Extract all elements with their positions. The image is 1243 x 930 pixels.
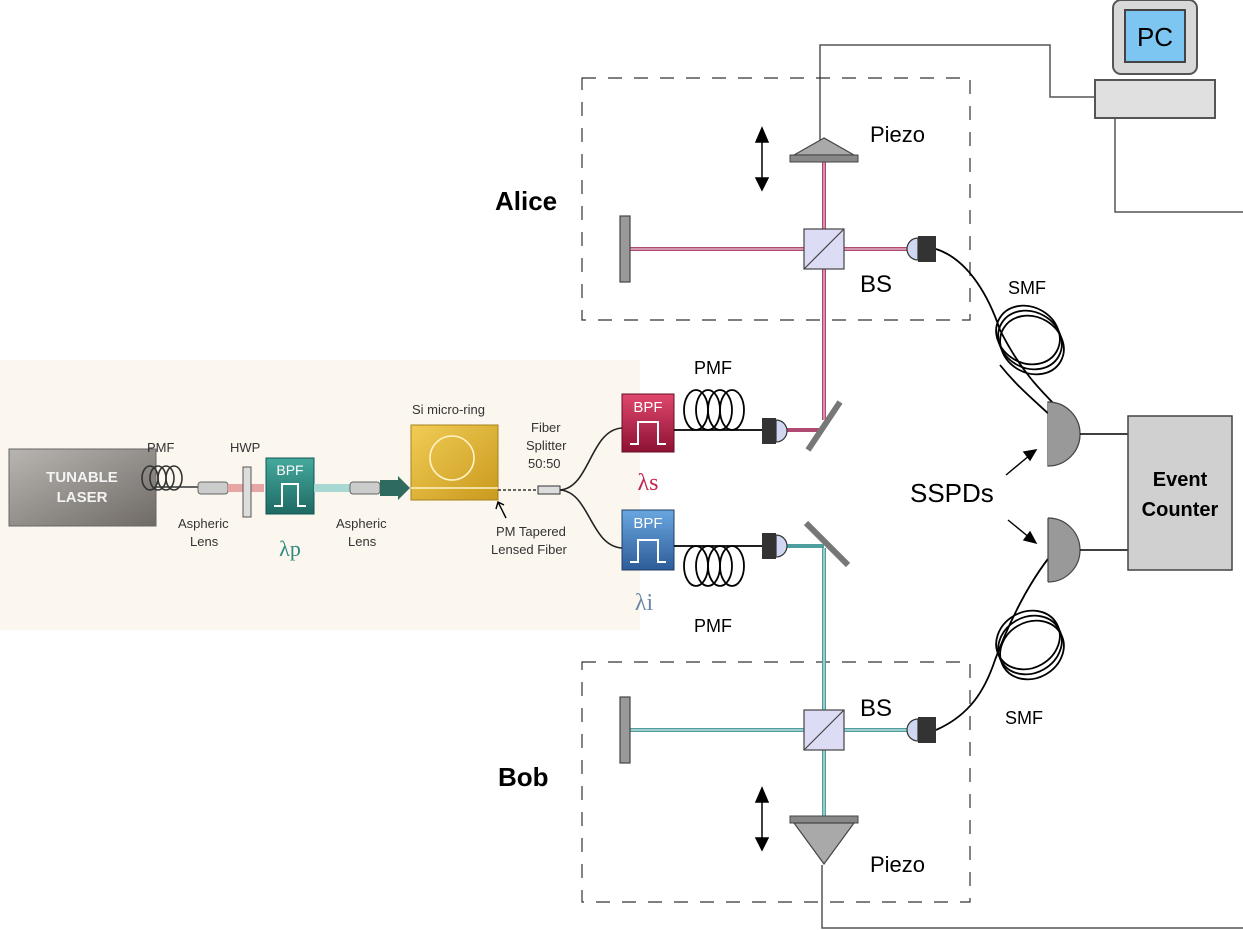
bob-piezo	[789, 815, 859, 866]
laser-label-line2: LASER	[57, 489, 108, 506]
bpf-idler-label: BPF	[633, 515, 662, 532]
alice-beam-splitter	[803, 228, 845, 270]
lambda-i-label: λi	[635, 590, 654, 616]
bob-smf-label: SMF	[1005, 708, 1043, 728]
laser-label-line1: TUNABLE	[46, 469, 118, 486]
bpf-signal-label: BPF	[633, 399, 662, 416]
hwp-label: HWP	[230, 440, 260, 455]
fiber-splitter	[537, 485, 561, 495]
signal-pmf-coil	[674, 389, 762, 431]
bob-smf-fiber	[935, 549, 1065, 731]
signal-steering-mirror	[805, 400, 843, 452]
bob-interferometer-box	[581, 661, 971, 903]
splitter-to-idler	[559, 489, 623, 549]
alice-fiber-coupler	[906, 236, 936, 262]
aspheric-lens-1-label-line2: Lens	[190, 534, 219, 549]
alice-mirror	[619, 215, 631, 283]
lambda-p-label: λp	[279, 536, 301, 561]
laser-pmf-label: PMF	[147, 440, 175, 455]
aspheric-lens-1	[197, 481, 229, 495]
bob-mirror	[619, 696, 631, 764]
pc-wire-right	[1114, 118, 1243, 213]
bpf-idler-filter: BPF	[621, 509, 675, 571]
aspheric-lens-2-label-line2: Lens	[348, 534, 377, 549]
alice-smf-fiber	[935, 248, 1065, 421]
idler-collimator	[762, 533, 788, 559]
tapered-fiber-pointer-icon	[495, 500, 507, 519]
piezo-bottom-wire	[821, 865, 1243, 929]
bpf-signal-filter: BPF	[621, 393, 675, 453]
splitter-label-line3: 50:50	[528, 456, 561, 471]
event-counter-label-line1: Event	[1153, 469, 1208, 491]
micro-ring-label: Si micro-ring	[412, 402, 485, 417]
aspheric-lens-2	[349, 481, 381, 495]
alice-beams	[630, 160, 912, 432]
bob-fiber-coupler	[906, 717, 936, 743]
bob-beams	[630, 544, 912, 822]
bpf-pump-label: BPF	[276, 462, 303, 478]
splitter-label-line1: Fiber	[531, 420, 561, 435]
alice-bs-label: BS	[860, 271, 892, 298]
pc-label: PC	[1137, 22, 1173, 52]
piezo-top-wire	[819, 44, 1095, 140]
alice-interferometer-box	[581, 77, 971, 321]
bpf-pump-filter: BPF	[265, 457, 315, 515]
sspds-label: SSPDs	[910, 478, 994, 508]
idler-pmf-coil	[674, 545, 762, 587]
tapered-fiber-label-line1: PM Tapered	[496, 524, 566, 539]
alice-label: Alice	[495, 186, 557, 216]
pc-computer: PC	[1094, 0, 1216, 119]
aspheric-lens-2-label-line1: Aspheric	[336, 516, 387, 531]
event-counter	[1127, 415, 1233, 571]
alice-piezo	[789, 137, 859, 163]
idler-pmf-label: PMF	[694, 616, 732, 636]
bob-bs-label: BS	[860, 695, 892, 722]
idler-steering-mirror	[803, 520, 851, 568]
half-wave-plate	[242, 466, 252, 518]
alice-smf-label: SMF	[1008, 278, 1046, 298]
splitter-label-line2: Splitter	[526, 438, 567, 453]
laser-pmf-coil	[141, 465, 200, 491]
sspd-detector-top	[1047, 401, 1081, 467]
alice-piezo-label: Piezo	[870, 122, 925, 147]
signal-pmf-label: PMF	[694, 358, 732, 378]
tapered-fiber-label-line2: Lensed Fiber	[491, 542, 568, 557]
sspd-detector-bottom	[1047, 517, 1081, 583]
signal-collimator	[762, 418, 788, 444]
si-micro-ring-chip	[410, 424, 499, 501]
aspheric-lens-1-label-line1: Aspheric	[178, 516, 229, 531]
lambda-s-label: λs	[638, 470, 659, 496]
pump-beam-2	[314, 484, 350, 492]
bob-piezo-label: Piezo	[870, 852, 925, 877]
bob-beam-splitter	[803, 709, 845, 751]
alice-piezo-motion-arrow-icon	[754, 126, 770, 192]
coupling-arrow-icon	[380, 476, 410, 500]
bob-piezo-motion-arrow-icon	[754, 786, 770, 852]
bob-label: Bob	[498, 762, 549, 792]
tunable-laser: TUNABLE LASER	[8, 448, 157, 527]
event-counter-label-line2: Counter	[1142, 499, 1219, 521]
splitter-to-signal	[559, 427, 623, 491]
sspd-pointer-arrows	[1005, 449, 1038, 545]
